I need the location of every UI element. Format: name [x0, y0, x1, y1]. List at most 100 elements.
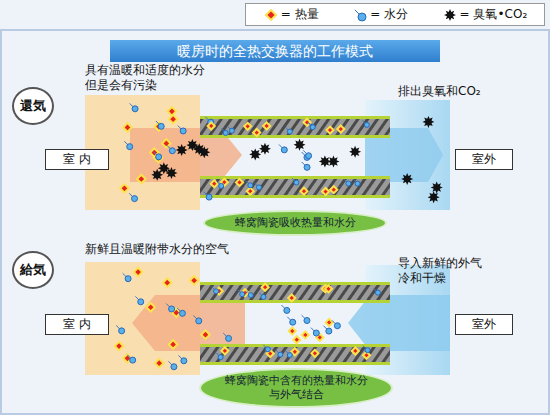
heat-mark [201, 330, 209, 338]
water-mark [287, 353, 292, 358]
water-mark [304, 318, 310, 324]
ozone-mark [151, 169, 163, 181]
heat-mark [289, 328, 296, 335]
heat-mark [247, 188, 254, 195]
outdoor-box: 室外 [455, 149, 513, 170]
ozone-mark [444, 9, 456, 21]
water-mark [284, 307, 290, 313]
node-text: 室 内 [63, 316, 91, 333]
heat-mark [115, 342, 123, 350]
heat-mark [120, 184, 128, 192]
heat-mark [322, 188, 329, 195]
legend-item: = 臭氧•CO₂ [442, 6, 528, 23]
water-mark [219, 183, 224, 188]
water-mark [156, 154, 162, 160]
water-mark [326, 328, 332, 334]
water-mark [169, 306, 175, 312]
note-label: 排出臭氧和CO₂ [398, 84, 528, 99]
heat-mark [266, 10, 276, 20]
ceramic-oval: 蜂窝陶瓷吸收热量和水分 [203, 210, 387, 236]
water-mark [223, 130, 228, 135]
heat-mark [337, 126, 344, 133]
room-box: 室 内 [45, 149, 109, 170]
water-mark [290, 319, 296, 325]
legend-item: = 水分 [352, 6, 408, 23]
water-mark [119, 328, 125, 334]
legend-text: = 热量 [281, 6, 319, 23]
ozone-mark [401, 173, 413, 185]
ozone-mark [249, 148, 261, 160]
water-mark [261, 294, 266, 299]
heat-mark [253, 129, 260, 136]
ozone-mark [166, 167, 178, 179]
legend-text: = 水分 [370, 6, 408, 23]
water-mark [214, 289, 219, 294]
water-mark [313, 330, 319, 336]
water-mark [375, 290, 380, 295]
water-mark [248, 183, 253, 188]
water-mark [364, 122, 369, 127]
ceramic-oval: 蜂窝陶瓷中含有的热量和水分 与外气结合 [199, 368, 393, 408]
water-mark [196, 318, 202, 324]
mode-circle: 還気 [12, 87, 54, 125]
water-mark [304, 164, 310, 170]
water-mark [132, 106, 138, 112]
water-mark [229, 128, 234, 133]
ozone-mark [259, 143, 271, 155]
water-mark [158, 123, 164, 129]
node-text: 蜂窝陶瓷吸收热量和水分 [235, 216, 356, 230]
water-mark [355, 181, 360, 186]
heat-mark [293, 336, 300, 343]
heat-mark [302, 331, 309, 338]
water-mark [130, 357, 136, 363]
legend-text: = 臭氧•CO₂ [460, 6, 528, 23]
note-label: 具有温暖和适度的水分 但是会有污染 [85, 63, 213, 93]
heat-mark [262, 284, 269, 291]
water-mark [334, 323, 340, 329]
ozone-mark [319, 155, 331, 167]
water-mark [125, 276, 131, 282]
heat-mark [244, 123, 251, 130]
heat-mark [300, 188, 307, 195]
water-mark [240, 292, 245, 297]
water-mark [180, 128, 186, 134]
heat-mark [137, 175, 145, 183]
water-mark [181, 358, 187, 364]
water-mark [206, 194, 212, 200]
heat-mark [288, 294, 295, 301]
legend-swatch [263, 7, 279, 23]
water-mark [256, 185, 261, 190]
ozone-mark [349, 146, 361, 158]
ozone-mark [431, 181, 443, 193]
heat-mark [168, 107, 176, 115]
heat-mark [326, 127, 333, 134]
mode-circle: 給気 [12, 251, 54, 289]
ozone-mark [422, 116, 434, 128]
heat-mark [352, 347, 359, 354]
water-mark [278, 352, 283, 357]
water-mark [179, 310, 185, 316]
outdoor-box: 室外 [455, 314, 513, 335]
ozone-mark [186, 139, 198, 151]
title-bar: 暖房时的全热交换器的工作模式 [110, 40, 440, 62]
water-mark [358, 13, 366, 21]
heat-mark [211, 180, 218, 187]
node-text: 給気 [20, 261, 46, 279]
heat-mark [326, 319, 333, 326]
heat-mark [236, 179, 243, 186]
water-mark [310, 124, 315, 129]
heat-mark [134, 268, 142, 276]
heat-mark [190, 276, 198, 284]
heat-mark [208, 122, 215, 129]
heat-mark [330, 186, 337, 193]
water-mark [226, 335, 232, 341]
water-mark [132, 196, 138, 202]
water-mark [127, 144, 133, 150]
node-text: 室外 [472, 316, 496, 333]
ozone-mark [294, 139, 306, 151]
water-mark [294, 180, 299, 185]
heat-mark [311, 350, 318, 357]
water-mark [248, 293, 253, 298]
